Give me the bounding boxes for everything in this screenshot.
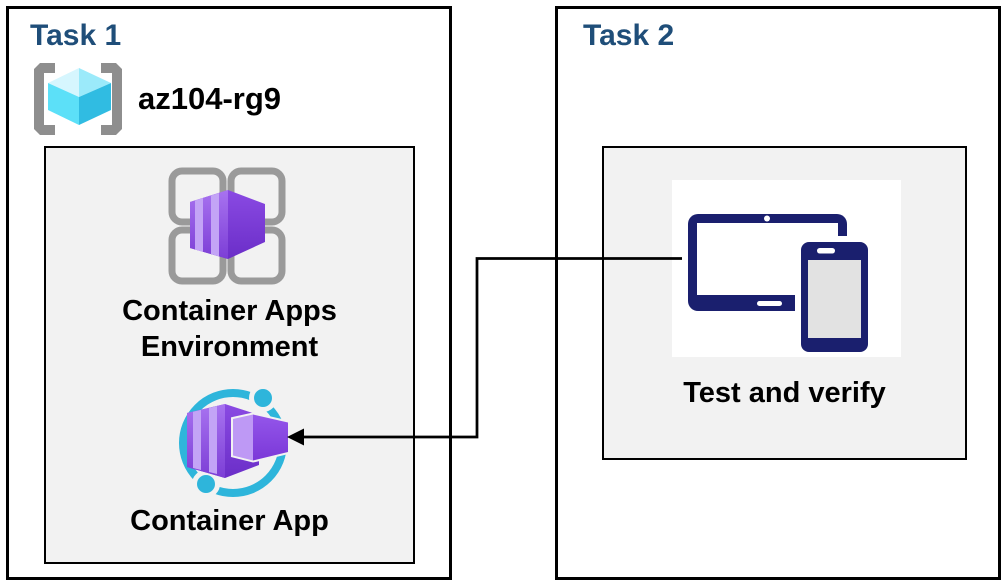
task1-title: Task 1 [30,19,122,52]
tablet-and-phone-icon [688,214,874,357]
container-apps-environment-icon [168,167,286,285]
devices-icon-tile [672,180,901,357]
task2-panel: Test and verify [602,146,967,460]
container-app-label: Container App [130,505,329,537]
resource-group-icon [34,63,122,135]
task1-box: Task 1 az104-rg9 [6,6,452,580]
container-app-icon [179,384,290,498]
resource-group-name: az104-rg9 [138,81,282,116]
task2-title: Task 2 [583,19,675,52]
test-and-verify-label: Test and verify [683,377,886,409]
environment-label: Container Apps Environment [122,295,337,363]
resource-group-row: az104-rg9 [30,60,281,138]
task2-box: Task 2 Test and verify [555,6,1001,580]
task1-panel: Container Apps Environment [44,146,415,564]
